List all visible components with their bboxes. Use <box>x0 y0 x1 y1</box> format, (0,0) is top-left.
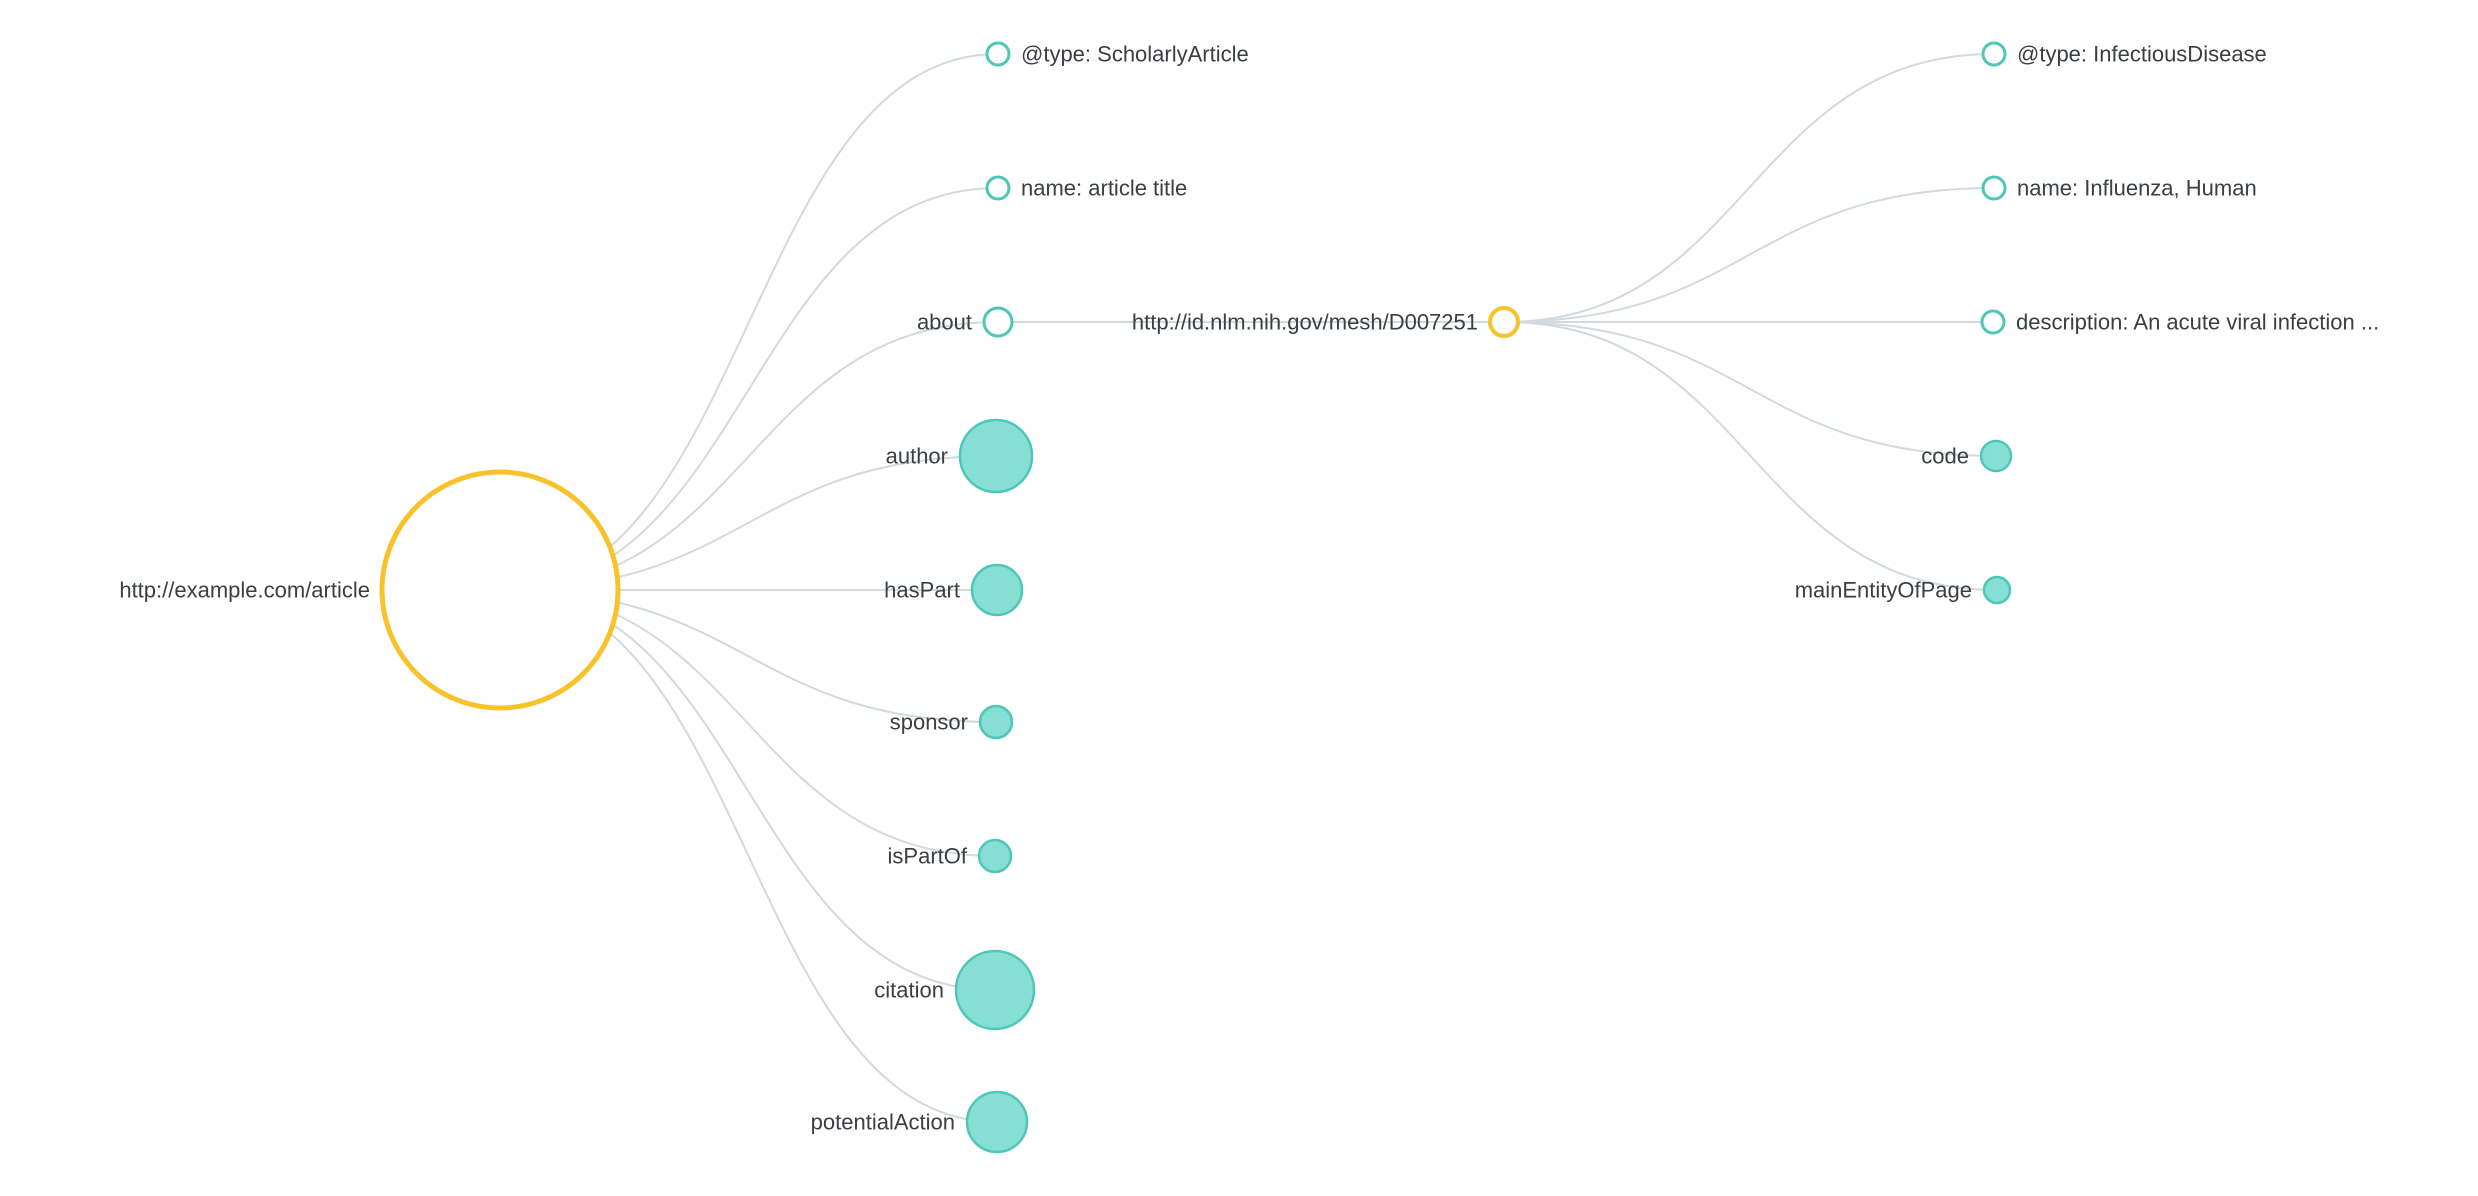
ispartof-node-label: isPartOf <box>888 843 968 868</box>
node-about: about <box>917 306 1014 338</box>
node-sponsor: sponsor <box>890 704 1014 740</box>
code-node-label: code <box>1921 443 1969 468</box>
mesh-d007251-node-label: http://id.nlm.nih.gov/mesh/D007251 <box>1132 309 1478 334</box>
haspart-node-label: hasPart <box>884 577 960 602</box>
author-node-circle[interactable] <box>958 418 1034 494</box>
type-scholarlyarticle-node-circle[interactable] <box>985 41 1011 67</box>
node-potentialaction: potentialAction <box>811 1090 1029 1154</box>
mesh-d007251-node-circle[interactable] <box>1488 306 1520 338</box>
type-infectiousdisease-node-label: @type: InfectiousDisease <box>2017 41 2267 66</box>
root-node-label: http://example.com/article <box>119 577 370 602</box>
mainentityofpage-node-label: mainEntityOfPage <box>1795 577 1972 602</box>
name-influenza-human-node-label: name: Influenza, Human <box>2017 175 2257 200</box>
link-mesh-d007251-type-infectiousdisease <box>1503 53 1995 323</box>
ispartof-node-circle[interactable] <box>977 838 1013 874</box>
node-mainentityofpage: mainEntityOfPage <box>1795 575 2012 605</box>
node-citation: citation <box>874 949 1036 1031</box>
about-node-label: about <box>917 309 972 334</box>
node-ispartof: isPartOf <box>888 838 1013 874</box>
citation-node-circle[interactable] <box>954 949 1036 1031</box>
node-root: http://example.com/article <box>119 469 621 711</box>
haspart-node-circle[interactable] <box>970 563 1024 617</box>
node-type-scholarlyarticle: @type: ScholarlyArticle <box>985 41 1249 67</box>
code-node-circle[interactable] <box>1979 439 2013 473</box>
node-author: author <box>886 418 1034 494</box>
name-article-title-node-circle[interactable] <box>985 175 1011 201</box>
sponsor-node-circle[interactable] <box>978 704 1014 740</box>
node-code: code <box>1921 439 2013 473</box>
name-article-title-node-label: name: article title <box>1021 175 1187 200</box>
node-haspart: hasPart <box>884 563 1024 617</box>
node-type-infectiousdisease: @type: InfectiousDisease <box>1981 41 2267 67</box>
link-mesh-d007251-name-influenza-human <box>1503 187 1995 323</box>
type-infectiousdisease-node-circle[interactable] <box>1981 41 2007 67</box>
potentialaction-node-circle[interactable] <box>965 1090 1029 1154</box>
link-mesh-d007251-mainentityofpage <box>1503 321 1998 591</box>
node-name-influenza-human: name: Influenza, Human <box>1981 175 2257 201</box>
description-acute-viral-node-label: description: An acute viral infection ..… <box>2016 309 2379 334</box>
potentialaction-node-label: potentialAction <box>811 1109 955 1134</box>
mainentityofpage-node-circle[interactable] <box>1982 575 2012 605</box>
link-mesh-d007251-code <box>1503 321 1997 457</box>
description-acute-viral-node-circle[interactable] <box>1980 309 2006 335</box>
about-node-circle[interactable] <box>982 306 1014 338</box>
type-scholarlyarticle-node-label: @type: ScholarlyArticle <box>1021 41 1249 66</box>
name-influenza-human-node-circle[interactable] <box>1981 175 2007 201</box>
sponsor-node-label: sponsor <box>890 709 968 734</box>
node-name-article-title: name: article title <box>985 175 1187 201</box>
node-mesh-d007251: http://id.nlm.nih.gov/mesh/D007251 <box>1132 306 1520 338</box>
root-node-circle[interactable] <box>379 469 621 711</box>
node-description-acute-viral: description: An acute viral infection ..… <box>1980 309 2379 335</box>
author-node-label: author <box>886 443 948 468</box>
citation-node-label: citation <box>874 977 944 1002</box>
